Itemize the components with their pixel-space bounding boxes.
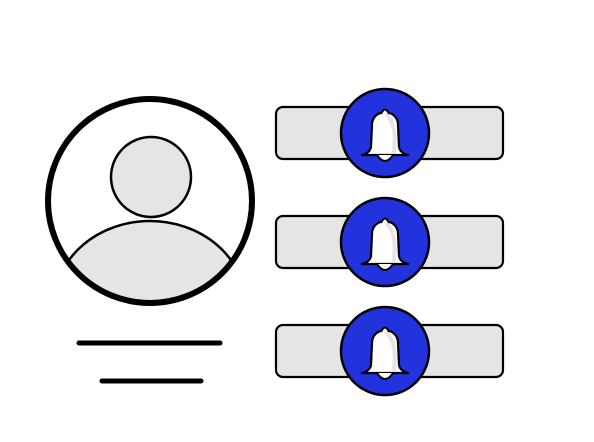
avatar-head	[109, 135, 193, 219]
bell-ringing-icon[interactable]	[339, 87, 431, 179]
notification-row[interactable]	[274, 196, 505, 288]
notification-list	[274, 87, 505, 397]
avatar-shoulders	[53, 219, 247, 303]
notification-row[interactable]	[274, 305, 505, 397]
avatar-frame	[45, 96, 255, 306]
notification-row[interactable]	[274, 87, 505, 179]
profile-text-lines	[76, 340, 223, 384]
bell-ringing-icon[interactable]	[339, 196, 431, 288]
profile-avatar	[45, 96, 255, 306]
bell-ringing-icon[interactable]	[339, 305, 431, 397]
